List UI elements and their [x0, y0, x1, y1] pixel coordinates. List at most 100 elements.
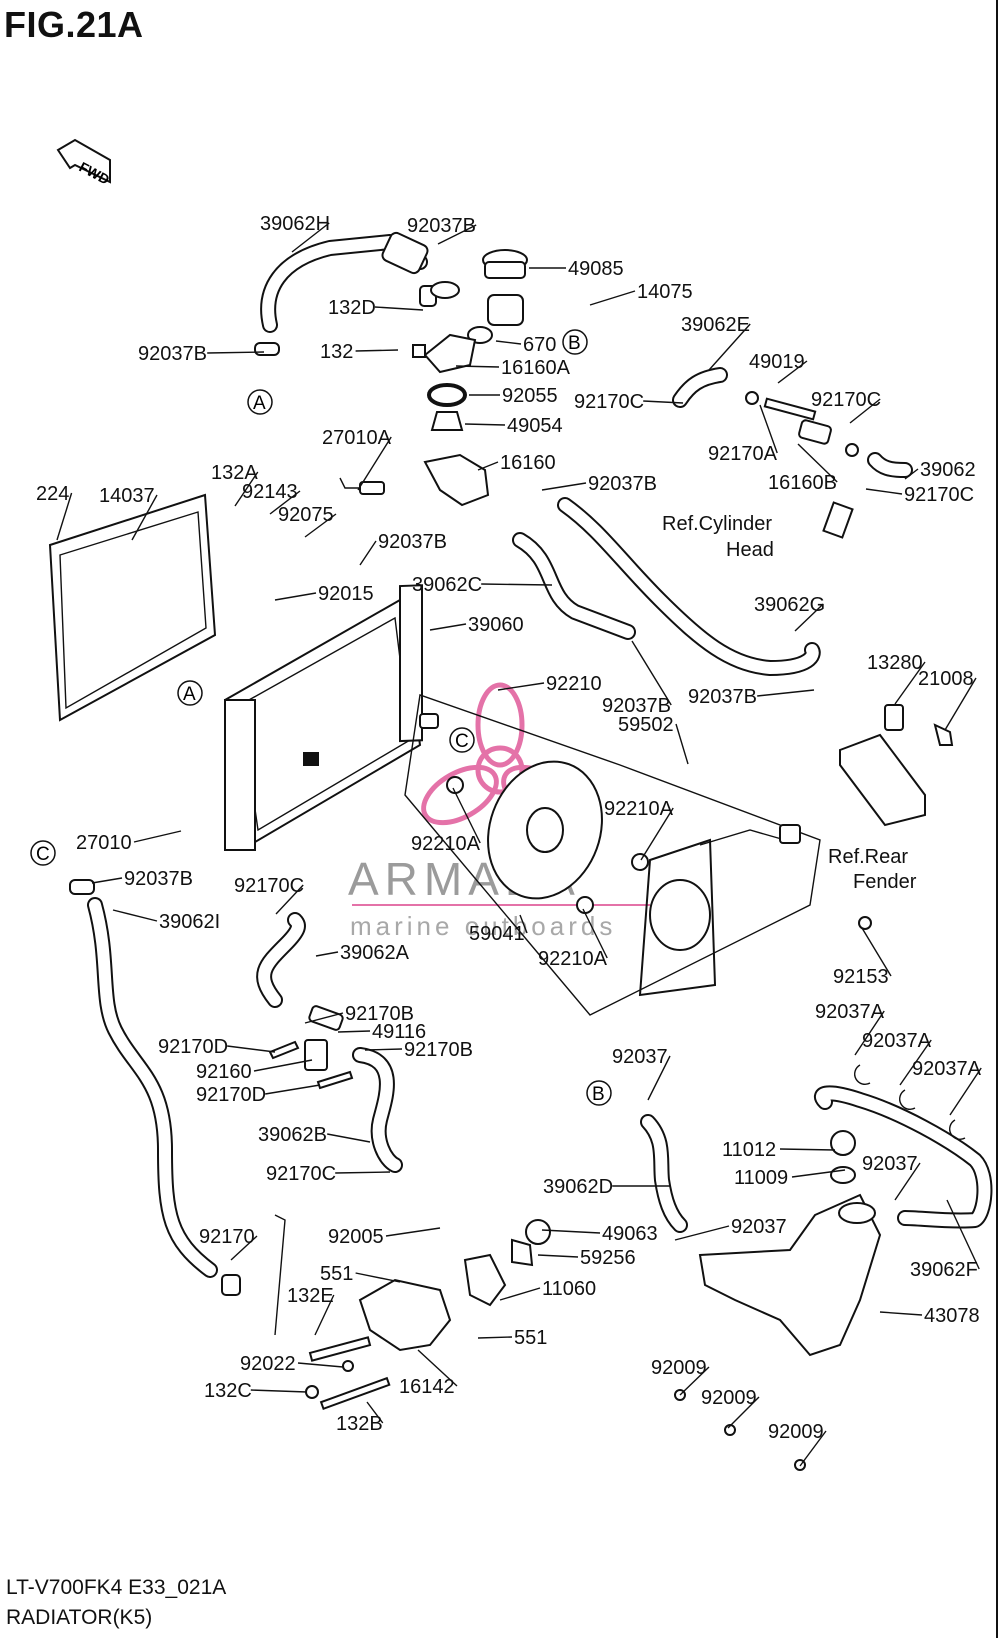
- hose-39062i: [69, 879, 241, 1296]
- leader-line: [849, 398, 881, 424]
- reservoir-tank-43078: [674, 1130, 882, 1471]
- leader-line: [946, 1199, 980, 1270]
- leader-line: [861, 927, 892, 977]
- leader-line: [437, 224, 477, 245]
- part-label: 92153: [833, 966, 889, 988]
- leader-line: [291, 222, 330, 253]
- part-label: 92009: [768, 1421, 824, 1443]
- part-label: 92170C: [234, 875, 304, 897]
- reference-letter: C: [36, 844, 50, 865]
- leader-line: [643, 400, 684, 404]
- leader-line: [304, 513, 337, 538]
- leader-line: [477, 1336, 513, 1339]
- leader-line: [112, 909, 158, 922]
- part-label: 49054: [507, 415, 563, 437]
- leader-line: [797, 443, 838, 483]
- part-label: 27010A: [322, 427, 392, 449]
- hose-39062e: [672, 367, 728, 408]
- hose-clips-92037a: [854, 1064, 966, 1140]
- part-label: 92170C: [904, 484, 974, 506]
- leader-line: [337, 1030, 371, 1033]
- leader-line: [234, 471, 259, 507]
- part-label: 49085: [568, 258, 624, 280]
- leader-line: [481, 583, 553, 586]
- part-label: 92170: [199, 1226, 255, 1248]
- leader-line: [791, 1169, 846, 1178]
- radiator-shroud-14037: [48, 493, 217, 722]
- part-label: 39062I: [159, 911, 220, 933]
- part-label: 11060: [542, 1278, 596, 1300]
- leader-line: [314, 1294, 335, 1336]
- part-label: 92037B: [688, 686, 757, 708]
- leader-line: [759, 404, 778, 454]
- part-label: 39062: [920, 459, 976, 481]
- part-label: 92037A: [862, 1030, 932, 1052]
- part-label: 132E: [287, 1285, 334, 1307]
- leader-line: [899, 1039, 932, 1086]
- hose-39062a: [256, 912, 306, 1008]
- figure-subtitle: RADIATOR(K5): [6, 1606, 153, 1629]
- part-label: 92170C: [266, 1163, 336, 1185]
- part-label: 92037A: [912, 1058, 982, 1080]
- leader-line: [335, 1171, 391, 1174]
- leader-line: [315, 951, 339, 957]
- part-label: 59256: [580, 1247, 636, 1269]
- leader-line: [374, 306, 424, 311]
- water-pump-16142: [274, 1214, 551, 1411]
- part-label: 92037B: [602, 695, 671, 717]
- leader-line: [904, 468, 919, 480]
- leader-line: [708, 323, 751, 371]
- part-label: 92210A: [604, 798, 674, 820]
- part-label: 92009: [651, 1357, 707, 1379]
- leader-line: [477, 461, 499, 471]
- leader-line: [640, 807, 674, 861]
- part-label: 43078: [924, 1305, 980, 1327]
- leader-line: [894, 1162, 921, 1201]
- leader-line: [727, 1396, 760, 1429]
- leader-line: [385, 1227, 441, 1237]
- part-label: 39062D: [543, 1176, 613, 1198]
- part-label: 92022: [240, 1353, 296, 1375]
- fitting-49019: [745, 391, 859, 457]
- leader-line: [675, 723, 689, 765]
- leader-line: [327, 1133, 371, 1143]
- page-edge-line: [996, 0, 998, 1638]
- part-label: 132B: [336, 1413, 383, 1435]
- part-label: 92170B: [404, 1039, 473, 1061]
- leader-line: [495, 340, 522, 345]
- part-label: 224: [36, 483, 69, 505]
- part-label: 92005: [328, 1226, 384, 1248]
- leader-line: [497, 682, 545, 691]
- leader-line: [631, 640, 672, 706]
- reference-letter: C: [455, 731, 469, 752]
- part-label: 92037: [731, 1216, 787, 1238]
- leader-line: [91, 877, 123, 884]
- part-label: 92037A: [815, 1001, 885, 1023]
- reference-circle: [177, 680, 203, 706]
- part-label: 92170C: [574, 391, 644, 413]
- part-label: 92075: [278, 504, 334, 526]
- part-label: 13280: [867, 652, 923, 674]
- hose-39062g: [557, 497, 821, 676]
- part-label: 11009: [734, 1167, 788, 1189]
- leader-line: [499, 1287, 541, 1301]
- leader-line: [133, 830, 182, 843]
- reference-circle: [586, 1080, 612, 1106]
- leader-line: [794, 603, 824, 632]
- leader-line: [297, 1362, 344, 1368]
- part-label: 92210A: [411, 833, 481, 855]
- part-label: Ref.Rear: [828, 846, 908, 868]
- hose-39062c: [512, 532, 636, 640]
- part-label: 551: [320, 1263, 353, 1285]
- leader-line: [274, 592, 317, 601]
- part-label: 551: [514, 1327, 547, 1349]
- reference-circle: [30, 840, 56, 866]
- leader-line: [541, 1229, 601, 1234]
- part-label: Fender: [853, 871, 917, 893]
- part-label: 92037B: [378, 531, 447, 553]
- hose-39062b: [352, 1047, 403, 1173]
- leader-line: [131, 494, 158, 541]
- part-label: 39062G: [754, 594, 825, 616]
- leader-line: [56, 492, 73, 541]
